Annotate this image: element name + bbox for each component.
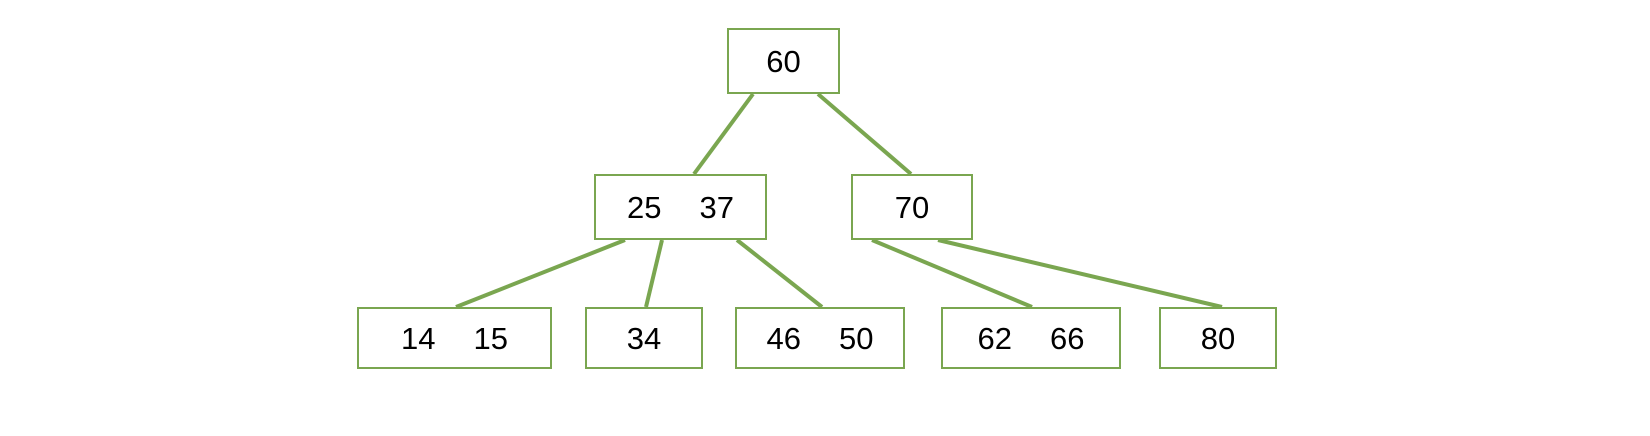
tree-edge — [455, 238, 626, 309]
tree-node[interactable]: 62 66 — [941, 307, 1121, 369]
tree-node[interactable]: 70 — [851, 174, 973, 240]
node-key: 37 — [699, 189, 734, 225]
node-key: 15 — [473, 320, 508, 356]
tree-node[interactable]: 14 15 — [357, 307, 552, 369]
node-key: 14 — [401, 320, 436, 356]
node-key: 80 — [1200, 320, 1236, 356]
node-key: 62 — [977, 320, 1012, 356]
node-key: 66 — [1050, 320, 1085, 356]
node-key: 70 — [894, 189, 930, 225]
tree-edge — [644, 239, 664, 308]
node-key: 25 — [627, 189, 662, 225]
tree-edge — [937, 238, 1223, 309]
node-key: 34 — [626, 320, 662, 356]
tree-node[interactable]: 46 50 — [735, 307, 905, 369]
node-key: 50 — [839, 320, 874, 356]
tree-edge — [871, 238, 1033, 309]
node-key: 60 — [766, 43, 801, 79]
tree-edge — [816, 92, 913, 176]
tree-edge — [735, 238, 824, 309]
tree-node[interactable]: 60 — [727, 28, 840, 94]
node-key: 46 — [766, 320, 801, 356]
tree-node[interactable]: 80 — [1159, 307, 1277, 369]
tree-node[interactable]: 25 37 — [594, 174, 767, 240]
tree-node[interactable]: 34 — [585, 307, 703, 369]
tree-edge — [692, 92, 755, 176]
